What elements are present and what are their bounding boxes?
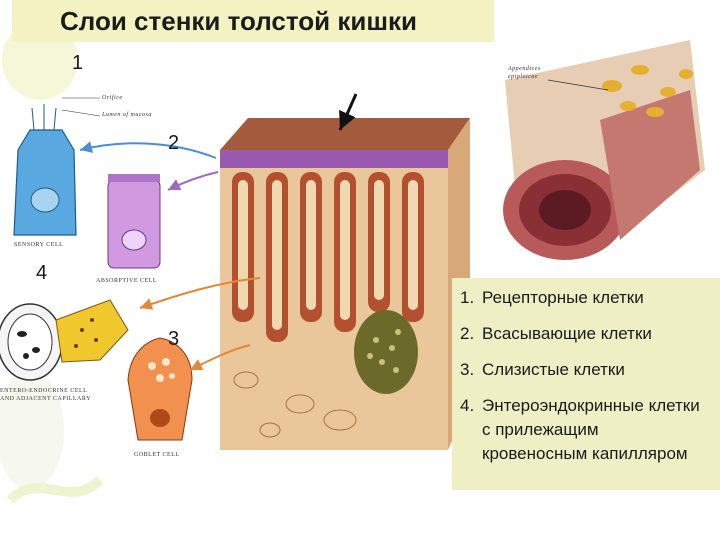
legend-item-number: 1.: [460, 286, 482, 310]
label-number-4: 4: [36, 262, 47, 285]
legend-item: 1.Рецепторные клетки: [460, 286, 644, 310]
legend-box: 1.Рецепторные клетки 2.Всасывающие клетк…: [452, 278, 720, 490]
legend-item: 4.Энтероэндокринные клетки с прилежащим …: [460, 394, 702, 466]
label-appendices: Appendices: [508, 66, 541, 72]
tissue-block-illustration: [220, 118, 470, 450]
label-number-2: 2: [168, 132, 179, 155]
caption-sensory-cell: SENSORY CELL: [14, 242, 63, 248]
legend-item-text: Всасывающие клетки: [482, 322, 652, 346]
legend-item-text: Рецепторные клетки: [482, 286, 644, 310]
caption-enteroendocrine-cell: ENTERO-ENDOCRINE CELL: [0, 388, 87, 394]
caption-adjacent-capillary: AND ADJACENT CAPILLARY: [0, 396, 91, 402]
legend-item: 3.Слизистые клетки: [460, 358, 625, 382]
caption-absorptive-cell: ABSORPTIVE CELL: [96, 278, 157, 284]
legend-item-text: Слизистые клетки: [482, 358, 625, 382]
absorptive-cell-illustration: [108, 174, 160, 268]
caption-goblet-cell: GOBLET CELL: [134, 452, 180, 458]
legend-item-number: 2.: [460, 322, 482, 346]
legend-item-number: 3.: [460, 358, 482, 382]
arrow-purple: [168, 172, 218, 190]
label-lumen: Lumen of mucosa: [102, 112, 152, 118]
label-orifice: Orifice: [102, 95, 123, 101]
colon-segment-illustration: [503, 40, 705, 260]
goblet-cell-illustration: [128, 338, 192, 440]
arrow-blue: [80, 143, 216, 158]
label-epiploicae: epiploicae: [508, 74, 538, 80]
legend-item-text: Энтероэндокринные клетки с прилежащим кр…: [482, 394, 702, 466]
enteroendocrine-cell-illustration: [0, 300, 128, 380]
sensory-cell-illustration: [14, 104, 76, 235]
label-number-1: 1: [72, 52, 83, 75]
label-number-3: 3: [168, 328, 179, 351]
legend-item: 2.Всасывающие клетки: [460, 322, 652, 346]
legend-item-number: 4.: [460, 394, 482, 418]
